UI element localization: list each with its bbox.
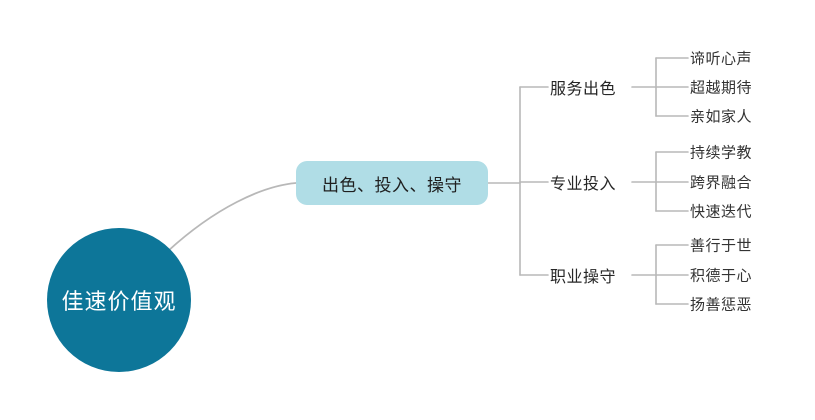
leaf-node-3-2[interactable]: 积德于心 <box>690 266 753 285</box>
leaf-node-1-3[interactable]: 亲如家人 <box>690 107 753 126</box>
root-node[interactable]: 佳速价值观 <box>47 228 191 372</box>
root-node-label: 佳速价值观 <box>61 290 177 315</box>
trunk-node-label: 出色、投入、操守 <box>322 175 462 196</box>
leaf-node-1-2[interactable]: 超越期待 <box>690 78 753 97</box>
connector-root-to-trunk <box>167 182 297 252</box>
branch-node-3[interactable]: 职业操守 <box>550 267 617 286</box>
leaf-node-3-3[interactable]: 扬善惩恶 <box>690 295 753 314</box>
branch-node-1[interactable]: 服务出色 <box>550 79 617 98</box>
leaf-node-2-2[interactable]: 跨界融合 <box>690 173 753 192</box>
branch-node-2[interactable]: 专业投入 <box>550 174 617 193</box>
leaf-node-3-1[interactable]: 善行于世 <box>690 236 753 255</box>
trunk-node[interactable]: 出色、投入、操守 <box>296 161 488 205</box>
leaf-node-2-1[interactable]: 持续学教 <box>690 143 753 162</box>
leaf-node-1-1[interactable]: 谛听心声 <box>690 49 753 68</box>
leaf-node-2-3[interactable]: 快速迭代 <box>690 202 753 221</box>
